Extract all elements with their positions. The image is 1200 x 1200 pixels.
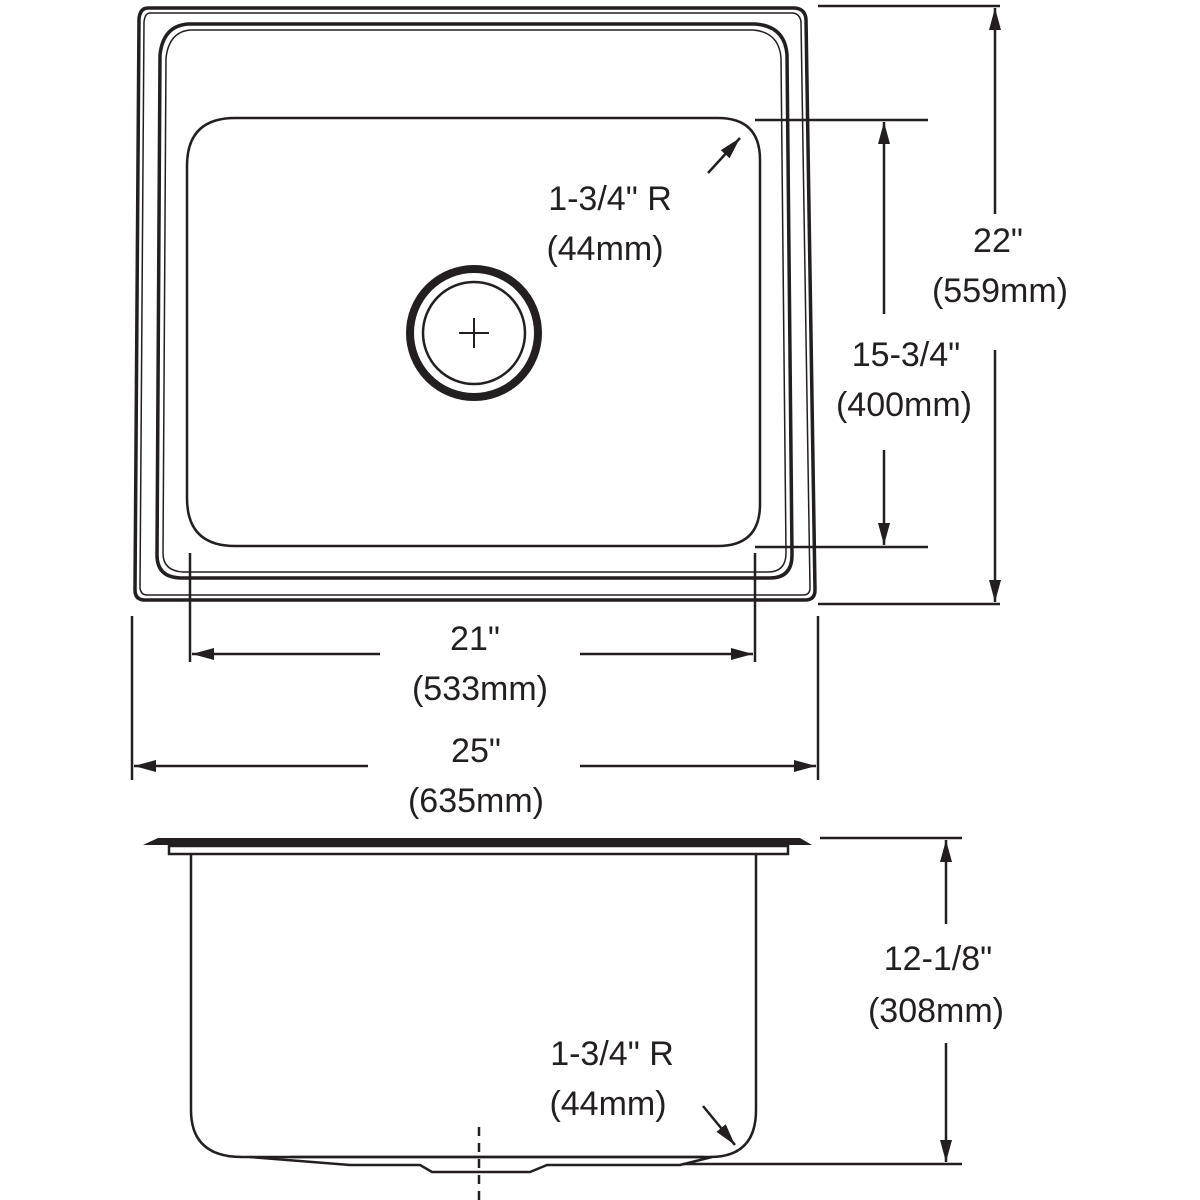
corner-radius-top-metric: (44mm) (546, 230, 663, 268)
bowl-depth-imperial: 15-3/4" (852, 336, 960, 374)
overall-width-metric: (635mm) (408, 782, 544, 820)
side-view: 1-3/4" R (44mm) 12-1/8" (308mm) (143, 836, 1004, 1200)
inner-rim (155, 22, 794, 580)
drain (406, 265, 542, 401)
bowl-height-dimension (683, 836, 962, 1166)
bowl-floor-outline (185, 116, 762, 548)
overall-depth-imperial: 22" (973, 222, 1023, 260)
corner-radius-side-metric: (44mm) (549, 1085, 666, 1123)
corner-radius-leader-top (707, 137, 741, 174)
bowl-width-imperial: 21" (450, 620, 500, 658)
rim-flange (143, 838, 812, 845)
outer-rim (133, 6, 817, 602)
bowl-width-metric: (533mm) (412, 670, 548, 708)
top-view: 1-3/4" R (44mm) 22" (559mm) 15-3/4" (400… (130, 4, 1068, 820)
rim-underside (167, 844, 790, 856)
bowl-body (189, 854, 758, 1159)
overall-depth-metric: (559mm) (932, 272, 1068, 310)
corner-radius-top-imperial: 1-3/4" R (548, 180, 672, 218)
overall-width-imperial: 25" (451, 732, 501, 770)
corner-radius-side-imperial: 1-3/4" R (550, 1035, 674, 1073)
corner-radius-leader-side (702, 1105, 736, 1146)
bowl-depth-metric: (400mm) (836, 386, 972, 424)
bowl-width-dimension (188, 553, 757, 662)
overall-width-dimension (130, 616, 820, 780)
bowl-height-metric: (308mm) (868, 992, 1004, 1030)
overall-depth-dimension (818, 4, 1001, 606)
bowl-height-imperial: 12-1/8" (884, 940, 992, 978)
bowl-bottom-profile (249, 1155, 713, 1174)
bowl-depth-dimension (755, 118, 928, 549)
